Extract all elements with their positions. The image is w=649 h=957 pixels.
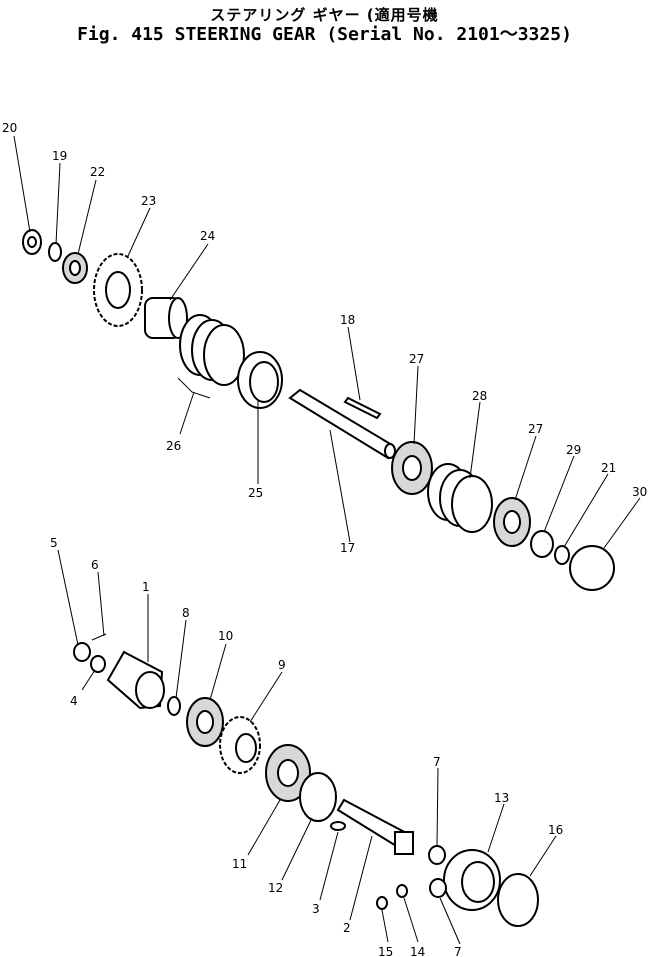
part-21-snap-ring bbox=[554, 545, 570, 565]
part-12-o-ring bbox=[299, 772, 337, 822]
part-22-bearing bbox=[62, 252, 88, 284]
part-13-housing bbox=[443, 849, 501, 911]
callout-23: 23 bbox=[141, 194, 156, 208]
callout-27-b: 27 bbox=[528, 422, 543, 436]
part-10-bearing bbox=[186, 697, 224, 747]
figure-title: Fig. 415 STEERING GEAR (Serial No. 2101～… bbox=[77, 24, 572, 45]
part-20-nut bbox=[22, 229, 42, 255]
callout-17: 17 bbox=[340, 541, 355, 555]
part-5-nut bbox=[73, 642, 91, 662]
part-26-spring-set bbox=[179, 314, 245, 386]
callout-9: 9 bbox=[278, 658, 286, 672]
callout-13: 13 bbox=[494, 791, 509, 805]
leader-lines bbox=[13, 135, 641, 945]
part-17-shaft bbox=[288, 388, 396, 460]
part-15-spring bbox=[376, 896, 388, 910]
part-1-yoke bbox=[106, 650, 165, 710]
callout-4: 4 bbox=[70, 694, 78, 708]
callout-26: 26 bbox=[166, 439, 181, 453]
part-16-cover bbox=[497, 873, 539, 927]
callout-11: 11 bbox=[232, 857, 247, 871]
part-27-bearing-b bbox=[493, 497, 531, 547]
callout-29: 29 bbox=[566, 443, 581, 457]
part-23-gear bbox=[93, 253, 143, 327]
figure-title-japanese: ステアリング ギヤー (適用号機 bbox=[210, 6, 439, 24]
part-14-plug bbox=[396, 884, 408, 898]
part-29-collar bbox=[530, 530, 554, 558]
callout-19: 19 bbox=[52, 149, 67, 163]
callout-20: 20 bbox=[2, 121, 17, 135]
callout-5: 5 bbox=[50, 536, 58, 550]
callout-6: 6 bbox=[91, 558, 99, 572]
part-18-key bbox=[343, 396, 382, 420]
part-28-worm bbox=[427, 463, 493, 533]
part-24-collar bbox=[144, 297, 188, 339]
part-2-pinion-shaft bbox=[336, 798, 414, 855]
part-19-washer bbox=[48, 242, 62, 262]
callout-12: 12 bbox=[268, 881, 283, 895]
part-25-cam-ring bbox=[237, 351, 283, 409]
callout-28: 28 bbox=[472, 389, 487, 403]
callout-2: 2 bbox=[343, 921, 351, 935]
callout-21: 21 bbox=[601, 461, 616, 475]
callout-8: 8 bbox=[182, 606, 190, 620]
part-4-washer bbox=[90, 655, 106, 673]
callout-18: 18 bbox=[340, 313, 355, 327]
part-30-cap bbox=[569, 545, 615, 591]
part-27-bearing-a bbox=[391, 441, 433, 495]
part-11-bearing bbox=[265, 744, 311, 802]
callout-7-b: 7 bbox=[454, 945, 462, 957]
callout-labels: 20 19 22 23 24 18 27 28 27 29 21 30 26 2… bbox=[2, 121, 647, 957]
callout-10: 10 bbox=[218, 629, 233, 643]
callout-22: 22 bbox=[90, 165, 105, 179]
callout-15: 15 bbox=[378, 945, 393, 957]
callout-30: 30 bbox=[632, 485, 647, 499]
callout-7-a: 7 bbox=[433, 755, 441, 769]
callout-24: 24 bbox=[200, 229, 215, 243]
callout-14: 14 bbox=[410, 945, 425, 957]
part-9-gear bbox=[219, 716, 261, 774]
callout-16: 16 bbox=[548, 823, 563, 837]
callout-1: 1 bbox=[142, 580, 150, 594]
part-8-washer bbox=[167, 696, 181, 716]
part-7-bushing-a bbox=[428, 845, 446, 865]
callout-25: 25 bbox=[248, 486, 263, 500]
part-3-key bbox=[330, 821, 346, 831]
callout-3: 3 bbox=[312, 902, 320, 916]
callout-27-a: 27 bbox=[409, 352, 424, 366]
part-7-bushing-b bbox=[429, 878, 447, 898]
